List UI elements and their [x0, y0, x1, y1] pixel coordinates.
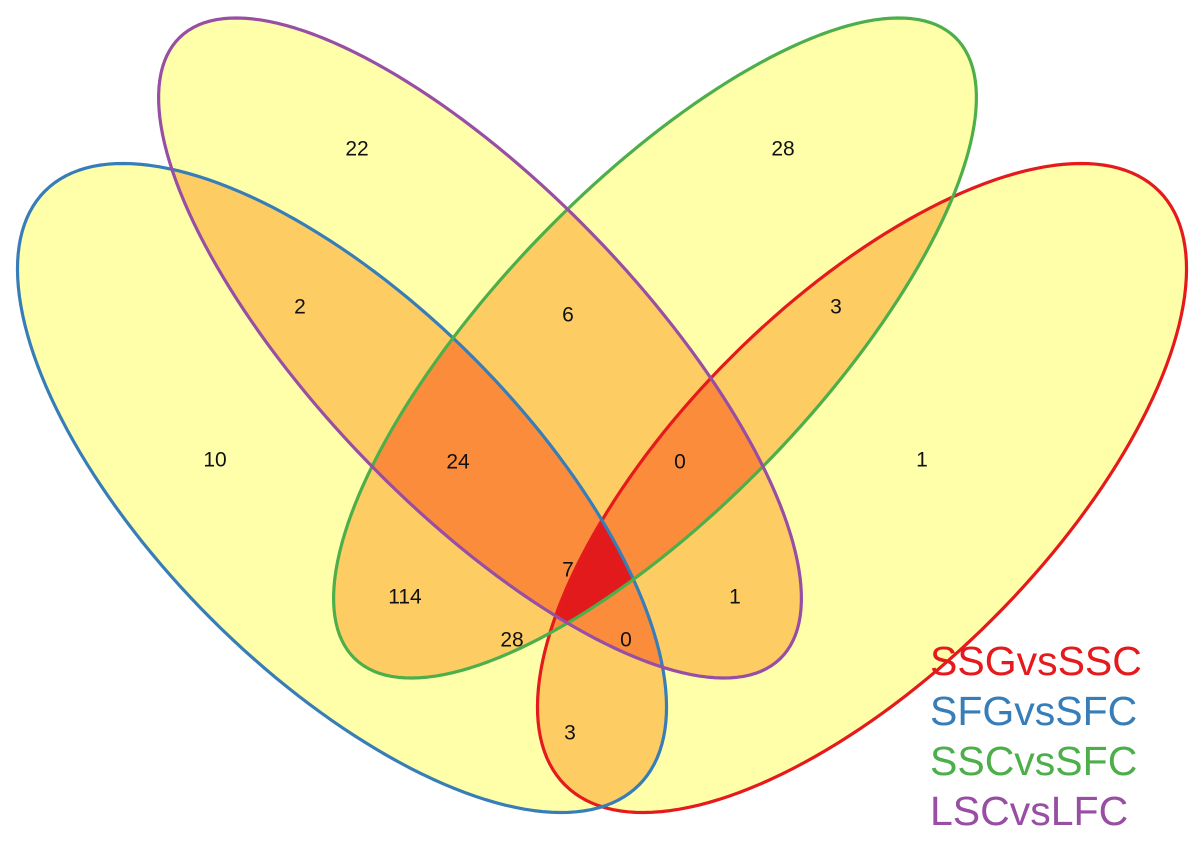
legend-item-sscvssfc: SSCvsSFC	[930, 738, 1138, 784]
set-outline-sscvssfc	[332, 16, 978, 680]
region-count-blue-red: 3	[564, 722, 576, 745]
region-count-purple-green-red: 0	[674, 451, 686, 474]
region-count-purple-green: 6	[562, 304, 574, 327]
overlap-fill-red-purple	[537, 163, 802, 679]
legend-item-ssgvsssc: SSGvsSSC	[930, 638, 1142, 684]
set-outline-sfgvssfc	[15, 161, 669, 815]
legend-item-lscvslfc: LSCvsLFC	[930, 788, 1129, 834]
set-outline-ssgvsssc	[535, 161, 1189, 815]
region-count-red: 1	[916, 449, 928, 472]
legend-item-sfgvssfc: SFGvsSFC	[930, 688, 1138, 734]
region-count-blue-green: 114	[388, 586, 422, 609]
legend: SSGvsSSC SFGvsSFC SSCvsSFC LSCvsLFC	[930, 636, 1142, 836]
region-count-blue-green-red: 28	[500, 629, 523, 652]
region-count-blue: 10	[203, 449, 226, 472]
region-count-purple: 22	[345, 138, 368, 161]
region-count-green-red: 3	[830, 296, 842, 319]
region-count-blue-purple-red: 0	[620, 629, 632, 652]
region-count-green: 28	[771, 138, 794, 161]
region-count-purple-red: 1	[729, 586, 741, 609]
region-count-blue-purple: 2	[294, 296, 306, 319]
region-count-blue-purple-green: 24	[446, 451, 470, 474]
region-count-blue-purple-green-red: 7	[562, 559, 574, 582]
set-outline-lscvslfc	[157, 16, 803, 680]
